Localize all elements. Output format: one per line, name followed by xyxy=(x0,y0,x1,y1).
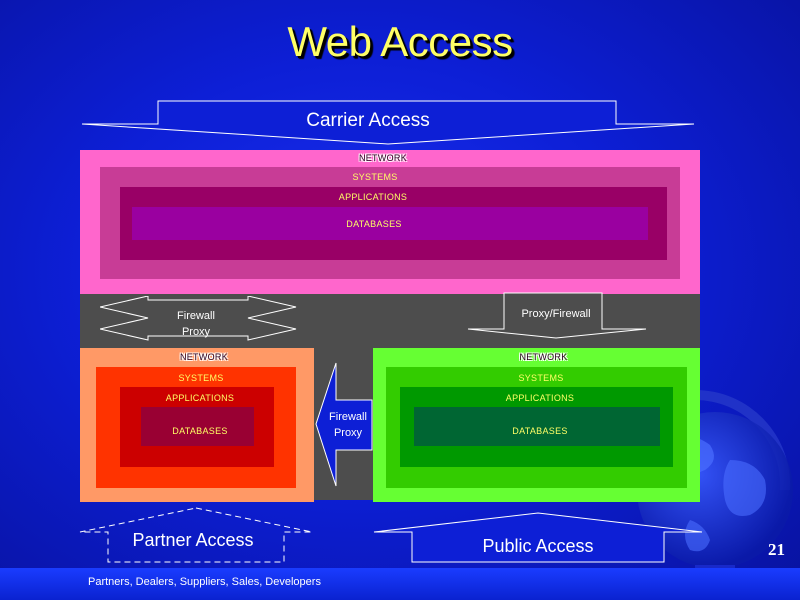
top-network-label: NETWORK xyxy=(358,153,408,163)
partner-access-label: Partner Access xyxy=(132,530,254,550)
left-databases-label: DATABASES xyxy=(172,426,228,436)
partner-access-shape xyxy=(79,507,313,563)
public-access-label: Public Access xyxy=(482,536,594,556)
top-systems-label: SYSTEMS xyxy=(352,172,398,182)
carrier-access-label: Carrier Access xyxy=(306,110,430,131)
right-databases-label: DATABASES xyxy=(512,426,568,436)
top-applications-label: APPLICATIONS xyxy=(338,192,408,202)
left-applications-label: APPLICATIONS xyxy=(165,393,235,403)
page-number: 21 xyxy=(768,540,785,559)
footer-bar xyxy=(0,568,800,600)
page-title: Web Access xyxy=(287,18,513,65)
public-access-arrow xyxy=(373,512,703,563)
firewall-proxy-middle-label: Firewall Proxy xyxy=(318,409,378,441)
firewall-proxy-middle-arrow xyxy=(315,362,373,487)
carrier-access-arrow xyxy=(81,100,695,145)
firewall-proxy-left-line1: Firewall xyxy=(177,310,215,322)
firewall-proxy-left-line2: Proxy xyxy=(181,326,211,338)
firewall-proxy-middle-line2: Proxy xyxy=(333,427,363,439)
top-databases-box xyxy=(132,207,648,240)
right-systems-label: SYSTEMS xyxy=(518,373,564,383)
firewall-proxy-left-label: Firewall Proxy xyxy=(150,308,242,340)
left-network-label: NETWORK xyxy=(179,352,229,362)
left-databases-box xyxy=(141,407,254,446)
left-systems-label: SYSTEMS xyxy=(178,373,224,383)
firewall-proxy-middle-line1: Firewall xyxy=(329,411,367,423)
proxy-firewall-right-label: Proxy/Firewall xyxy=(521,308,591,320)
firewall-proxy-left-arrow xyxy=(100,296,297,341)
top-databases-label: DATABASES xyxy=(346,219,402,229)
right-network-label: NETWORK xyxy=(519,352,568,362)
footer-text: Partners, Dealers, Suppliers, Sales, Dev… xyxy=(88,576,321,588)
proxy-firewall-right-arrow xyxy=(467,292,647,339)
right-databases-box xyxy=(414,407,660,446)
right-applications-label: APPLICATIONS xyxy=(505,393,575,403)
